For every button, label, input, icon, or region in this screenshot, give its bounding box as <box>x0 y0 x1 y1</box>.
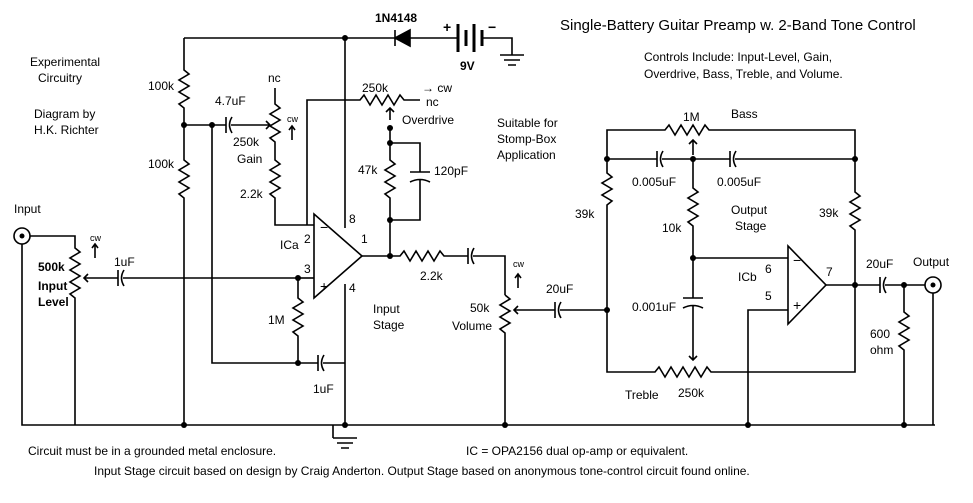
input-cap-label: 1uF <box>114 255 135 269</box>
output-cap-label: 20uF <box>866 257 893 271</box>
opamp-a-minus: − <box>320 219 328 235</box>
input-pot-name-2: Level <box>38 295 69 309</box>
r-fb-label: 47k <box>358 163 378 177</box>
controls-line-1: Controls Include: Input-Level, Gain, <box>644 50 832 64</box>
gain-r-label: 2.2k <box>240 187 264 201</box>
volume-pot-label: 50k <box>470 301 490 315</box>
c-bass-2-label: 0.005uF <box>717 175 761 189</box>
pin-5: 5 <box>765 289 772 303</box>
c-treble-label: 0.001uF <box>632 300 676 314</box>
r-right-label: 39k <box>819 206 839 220</box>
output-stage-label-1: Output <box>731 203 768 217</box>
credit-line-1: Diagram by <box>34 107 95 121</box>
suitable-line-1: Suitable for <box>497 116 558 130</box>
power-supply: 1N4148 + − 9V <box>184 11 524 73</box>
bias-r-bottom-label: 100k <box>148 157 175 171</box>
c-bass-1-label: 0.005uF <box>632 175 676 189</box>
volume-section: cw 50k Volume 20uF <box>452 259 607 428</box>
ic-note: IC = OPA2156 dual op-amp or equivalent. <box>466 444 688 458</box>
output-stage-label-2: Stage <box>735 219 767 233</box>
tone-stack: 39k 1M Bass 0.005uF 0.005uF 10k Output S… <box>575 107 950 428</box>
output-jack-label: Output <box>913 255 950 269</box>
suitable-line-2: Stomp-Box <box>497 132 556 146</box>
input-level-wiper <box>82 273 100 283</box>
opamp-a-icon <box>313 212 364 300</box>
experimental-line-2: Circuitry <box>38 71 82 85</box>
opamp-a-label: ICa <box>280 238 299 252</box>
r-out-label: 2.2k <box>420 269 444 283</box>
input-jack-label: Input <box>14 202 41 216</box>
input-stage: 100k 100k 4.7uF nc cw 250k Gain 2.2k − +… <box>148 35 506 449</box>
ground-note: Circuit must be in a grounded metal encl… <box>28 444 276 458</box>
r-mid-label: 10k <box>662 221 682 235</box>
volume-cap-label: 20uF <box>546 282 573 296</box>
gain-cap-label: 4.7uF <box>215 94 246 108</box>
volume-name-label: Volume <box>452 319 492 333</box>
input-section: Input cw 500k Input Level 1uF <box>13 202 935 426</box>
overdrive-nc-label: nc <box>426 95 439 109</box>
bass-pot-label: 1M <box>683 110 700 124</box>
gain-name-label: Gain <box>237 152 262 166</box>
pin-8: 8 <box>349 212 356 226</box>
suitable-line-3: Application <box>497 148 556 162</box>
r-load-label-2: ohm <box>870 343 893 357</box>
overdrive-name-label: Overdrive <box>402 113 454 127</box>
input-pot-name-1: Input <box>38 279 67 293</box>
battery-minus: − <box>488 19 496 35</box>
c-fb-label: 120pF <box>434 164 468 178</box>
experimental-line-1: Experimental <box>30 55 100 69</box>
pin-3: 3 <box>304 262 311 276</box>
treble-pot-label: 250k <box>678 386 705 400</box>
opamp-b-label: ICb <box>738 270 757 284</box>
c-bottom-label: 1uF <box>313 382 334 396</box>
treble-name-label: Treble <box>625 388 659 402</box>
battery-plus: + <box>443 19 451 35</box>
opamp-b-plus: + <box>793 297 801 313</box>
battery-voltage: 9V <box>460 59 475 73</box>
pin-4: 4 <box>349 281 356 295</box>
schematic-title: Single-Battery Guitar Preamp w. 2-Band T… <box>560 17 916 34</box>
input-cw-label: cw <box>90 233 102 243</box>
pin-1: 1 <box>361 232 368 246</box>
bass-name-label: Bass <box>731 107 758 121</box>
gain-nc-label: nc <box>268 71 281 85</box>
pin-6: 6 <box>765 262 772 276</box>
gain-cw-label: cw <box>287 114 299 124</box>
opamp-b-minus: − <box>793 252 801 268</box>
credit-note: Input Stage circuit based on design by C… <box>94 464 750 478</box>
volume-cw-label: cw <box>513 259 525 269</box>
diode-label: 1N4148 <box>375 11 417 25</box>
input-stage-label-1: Input <box>373 302 400 316</box>
pin-2: 2 <box>304 232 311 246</box>
bias-r-top-label: 100k <box>148 79 175 93</box>
gain-pot-label: 250k <box>233 135 260 149</box>
controls-line-2: Overdrive, Bass, Treble, and Volume. <box>644 67 843 81</box>
overdrive-pot-label: 250k <box>362 81 389 95</box>
credit-line-2: H.K. Richter <box>34 123 99 137</box>
r-load-label-1: 600 <box>870 327 890 341</box>
opamp-b-icon <box>787 244 828 326</box>
r-left-label: 39k <box>575 207 595 221</box>
input-pot-value: 500k <box>38 260 65 274</box>
r-1m-label: 1M <box>268 313 285 327</box>
input-stage-label-2: Stage <box>373 318 405 332</box>
overdrive-cw-label: → cw <box>422 81 452 95</box>
opamp-a-plus: + <box>320 278 328 294</box>
pin-7: 7 <box>826 265 833 279</box>
